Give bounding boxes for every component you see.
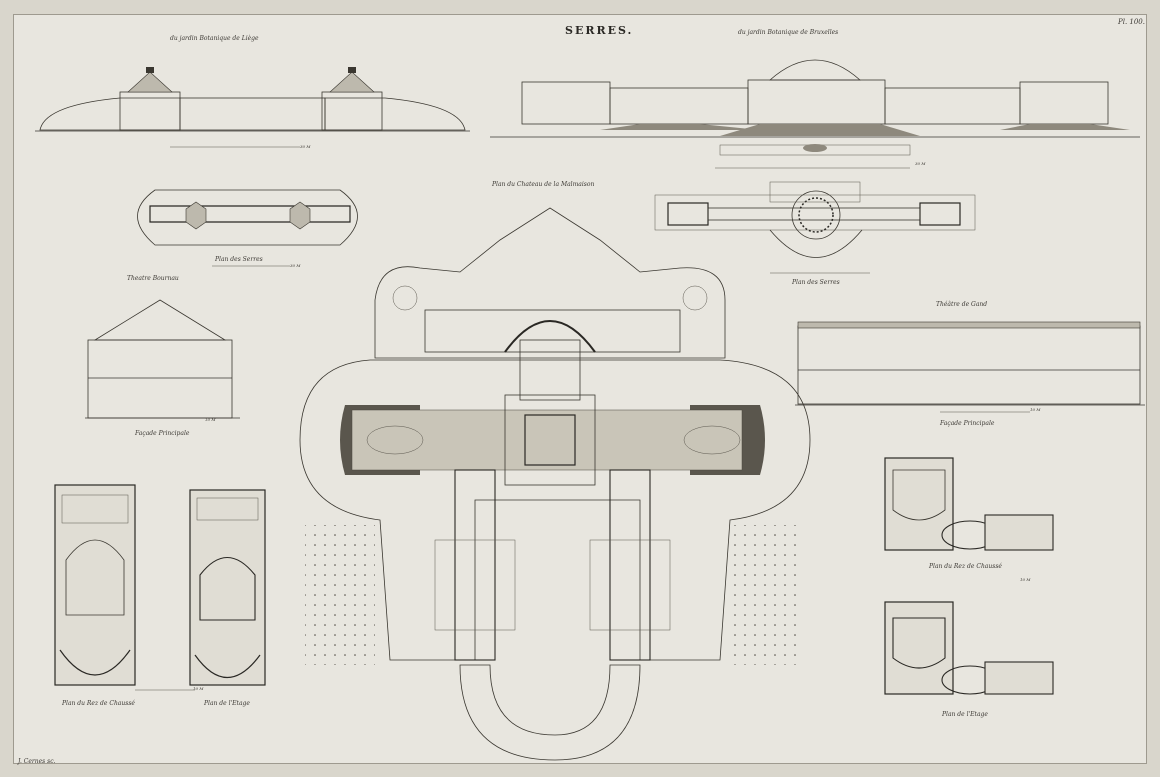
plan-serres-right-caption: Plan des Serres: [792, 279, 840, 286]
theatre-left-caption: Theatre Bournau: [127, 275, 179, 282]
scale-label-plans-right: 10 M: [1020, 577, 1031, 582]
scale-label-theatre-right: 10 M: [1030, 407, 1041, 412]
scale-label-brussels: 30 M: [915, 161, 926, 166]
etage-right-caption: Plan de l'Etage: [942, 711, 988, 718]
plan-serres-left-caption: Plan des Serres: [215, 256, 263, 263]
theatre-left-elevation: [85, 299, 240, 419]
plate-number: Pl. 100.: [1118, 18, 1145, 26]
facade-right-caption: Façade Principale: [940, 420, 995, 427]
theatre-right-caption: Théâtre de Gand: [936, 301, 988, 308]
etage-left-caption: Plan de l'Etage: [204, 700, 250, 707]
rez-left-caption: Plan du Rez de Chaussé: [62, 700, 135, 707]
greenhouse-plan-right: [654, 181, 976, 274]
theatre-left-plan-etage: [189, 489, 266, 686]
theatre-right-plan-rez: [884, 457, 1054, 551]
malmaison-plan: [299, 207, 811, 761]
liege-header: du jardin Botanique de Liège: [170, 35, 259, 42]
scale-label-plans-left: 10 M: [193, 686, 204, 691]
scale-label-liege: 30 M: [300, 144, 311, 149]
theatre-right-elevation: [795, 321, 1145, 413]
liege-greenhouse-elevation: [35, 67, 470, 148]
brussels-greenhouse-elevation: [490, 59, 1140, 169]
facade-left-caption: Façade Principale: [135, 430, 190, 437]
theatre-right-plan-etage: [884, 601, 1054, 695]
scale-label-theatre-left: 10 M: [205, 417, 216, 422]
engraver-signature: J. Cernes sc.: [18, 758, 56, 765]
scale-label-plan-left: 30 M: [290, 263, 301, 268]
chateau-plan-caption: Plan du Chateau de la Malmaison: [492, 181, 595, 188]
theatre-left-plan-rez: [54, 484, 195, 691]
brussels-header: du jardin Botanique de Bruxelles: [738, 29, 839, 36]
greenhouse-plan-left: [137, 189, 358, 267]
rez-right-caption: Plan du Rez de Chaussé: [929, 563, 1002, 570]
plate-title: SERRES.: [565, 24, 634, 37]
